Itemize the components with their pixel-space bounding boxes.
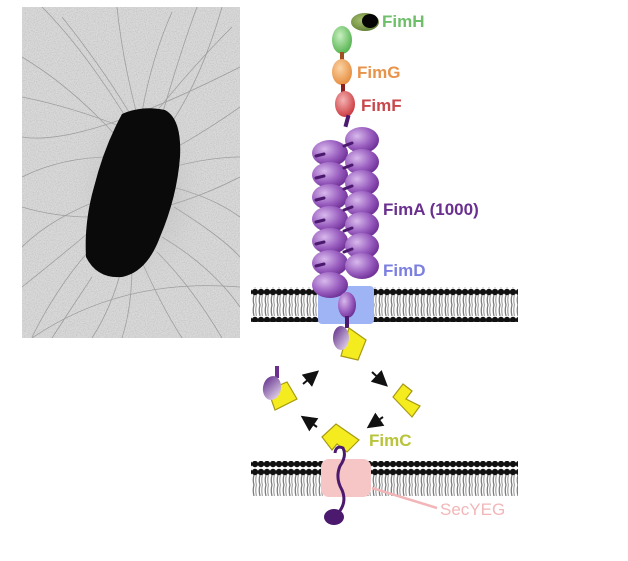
chaperone-subunit-complex-usher bbox=[333, 326, 367, 361]
label-secyeg: SecYEG bbox=[440, 500, 505, 519]
secyeg-channel bbox=[321, 459, 371, 497]
label-fimg: FimG bbox=[357, 63, 400, 82]
secyeg-pointer-line bbox=[371, 486, 438, 510]
fima-rod bbox=[312, 127, 379, 298]
outer-membrane bbox=[251, 287, 518, 322]
label-fimh: FimH bbox=[382, 12, 425, 31]
label-fimf: FimF bbox=[361, 96, 402, 115]
label-fimd: FimD bbox=[383, 261, 426, 280]
label-fima: FimA (1000) bbox=[383, 200, 479, 219]
fimc-chaperone-secyeg bbox=[321, 423, 360, 453]
fimg-subunit bbox=[332, 59, 352, 85]
fima-subunit-in-channel bbox=[338, 292, 356, 318]
unfolded-protein-blob bbox=[324, 509, 344, 525]
chaperone-subunit-complex-free bbox=[262, 366, 298, 411]
fimh-subunit bbox=[332, 13, 379, 54]
inner-membrane bbox=[251, 461, 518, 496]
cycle-arrows bbox=[300, 369, 388, 432]
bacterium-micrograph bbox=[21, 6, 241, 339]
label-fimc: FimC bbox=[369, 431, 412, 450]
micrograph-image bbox=[21, 6, 241, 339]
nascent-polypeptide bbox=[333, 445, 346, 513]
fimf-subunit bbox=[335, 91, 355, 117]
fimc-chaperone-free bbox=[392, 383, 421, 418]
